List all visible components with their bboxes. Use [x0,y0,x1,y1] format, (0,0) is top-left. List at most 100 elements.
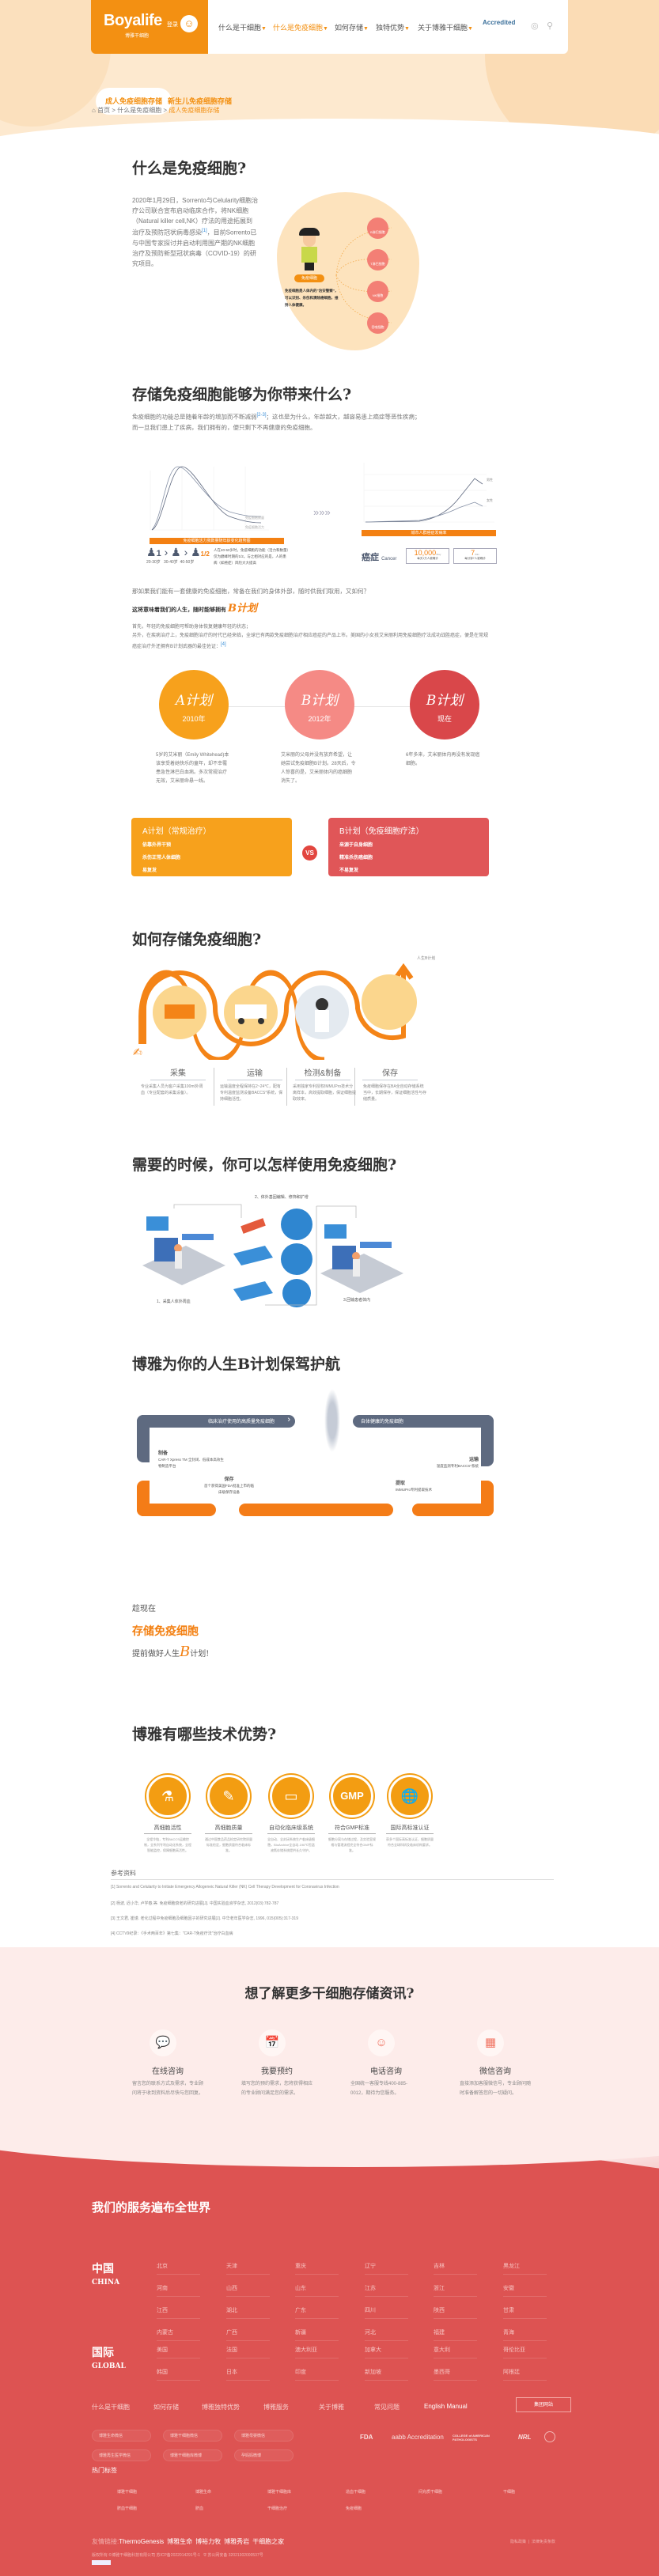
friend-link[interactable]: 博雅秀岩 [224,2538,250,2545]
city-link[interactable]: 阿根廷 [503,2368,547,2381]
service-online[interactable]: 💬在线咨询留言您的联系方式及需求，专业顾问将于收到资料后尽快与您回复。 [132,2029,203,2098]
home-icon[interactable]: ⌂ [92,107,96,114]
agent-icon[interactable]: ☺ [368,2029,395,2056]
footer-nav-link[interactable]: 博雅服务 [263,2404,289,2411]
city-link[interactable]: 吉林 [434,2262,477,2275]
city-link[interactable]: 湖北 [226,2306,270,2319]
weibo-link[interactable]: 博雅母婴微信 [234,2430,294,2442]
disclaimer-link[interactable]: 法律免责条款 [531,2540,555,2544]
city-link[interactable]: 哥伦比亚 [503,2346,547,2358]
service-name[interactable]: 我要预约 [261,2067,293,2076]
city-link[interactable]: 天津 [226,2262,270,2275]
user-icon[interactable]: ☺ [180,15,198,32]
footer-nav-link[interactable]: 博雅独特优势 [202,2404,240,2411]
friend-link[interactable]: 博裕力牧 [195,2538,222,2545]
city-link[interactable]: 新加坡 [365,2368,408,2381]
service-name[interactable]: 电话咨询 [370,2067,402,2076]
city-link[interactable]: 四川 [365,2306,408,2319]
city-link[interactable]: 甘肃 [503,2306,547,2319]
nav-item[interactable]: 如何存储▼ [335,22,369,32]
nav-item[interactable]: 什么是干细胞▼ [218,22,267,32]
weibo-link[interactable]: 博雅干细胞微信 [163,2430,222,2442]
hot-tag-link[interactable]: 干细胞 [503,2490,516,2495]
service-phone[interactable]: ☺电话咨询全国统一客服专线400-885-0012，期待为您服务。 [350,2029,422,2098]
search-icon[interactable]: ⚲ [547,21,554,31]
city-link[interactable]: 广西 [226,2328,270,2341]
city-link[interactable]: 辽宁 [365,2262,408,2275]
city-link[interactable]: 山西 [226,2284,270,2297]
subtab-newborn[interactable]: 新生儿免疫细胞存储 [168,97,233,105]
city-link[interactable]: 山东 [295,2284,339,2297]
city-link[interactable]: 黑龙江 [503,2262,547,2275]
city-link[interactable]: 青海 [503,2328,547,2341]
service-name[interactable]: 在线咨询 [152,2067,184,2076]
logo-box[interactable]: Boyalife 博雅干细胞 登录 ☺ [91,0,208,54]
city-link[interactable]: 美国 [157,2346,200,2358]
city-link[interactable]: 墨西哥 [434,2368,477,2381]
crumb-home[interactable]: 首页 [97,107,111,114]
city-link[interactable]: 新疆 [295,2328,339,2341]
hot-tag-link[interactable]: 博雅生命 [195,2490,212,2495]
ref-link[interactable]: [2-3] [256,413,267,418]
nav-item-active[interactable]: 什么是免疫细胞▼ [273,22,328,32]
footer-nav-link[interactable]: 关于博雅 [319,2404,344,2411]
footer-nav-link[interactable]: English Manual [424,2403,468,2410]
weibo-link[interactable]: 孕妈妈微博 [234,2449,294,2461]
hot-tag-link[interactable]: 博雅干细胞 [117,2490,138,2495]
nav-item[interactable]: 关于博雅干细胞▼ [418,22,473,32]
weibo-link[interactable]: 博雅生命微信 [92,2430,151,2442]
city-link[interactable]: 河南 [157,2284,200,2297]
city-link[interactable]: 加拿大 [365,2346,408,2358]
police-record[interactable]: 苏公网安备 32021302000537号 [207,2553,263,2558]
weibo-link[interactable]: 博雅再生医学微信 [92,2449,151,2461]
city-link[interactable]: 韩国 [157,2368,200,2381]
calendar-icon[interactable]: 📅 [259,2029,286,2056]
friend-link[interactable]: 干细胞之家 [252,2538,285,2545]
chat-bubble-icon[interactable]: 💬 [150,2029,176,2056]
hot-tag-link[interactable]: 造血干细胞 [346,2490,366,2495]
city-link[interactable]: 重庆 [295,2262,339,2275]
footer-nav-link[interactable]: 常见问题 [374,2404,400,2411]
ref-link[interactable]: [1] [202,229,207,233]
city-link[interactable]: 江西 [157,2306,200,2319]
city-link[interactable]: 浙江 [434,2284,477,2297]
city-link[interactable]: 法国 [226,2346,270,2358]
city-link[interactable]: 陕西 [434,2306,477,2319]
city-link[interactable]: 日本 [226,2368,270,2381]
hot-tag-link[interactable]: 脐血干细胞 [117,2506,138,2511]
city-link[interactable]: 印度 [295,2368,339,2381]
login-link[interactable]: 登录 [167,22,178,28]
ref-link[interactable]: [4] [221,642,226,647]
service-wechat[interactable]: ▦微信咨询直接添加客服微信号，专业顾问随时准备解答您的一切疑问。 [460,2029,531,2098]
footer-nav-link[interactable]: 什么是干细胞 [92,2404,130,2411]
nav-item[interactable]: 独特优势▼ [376,22,410,32]
city-link[interactable]: 广东 [295,2306,339,2319]
footer-nav-link[interactable]: 如何存储 [153,2404,179,2411]
hot-tag-link[interactable]: 间充质干细胞 [419,2490,443,2495]
city-link[interactable]: 江苏 [365,2284,408,2297]
group-site-button[interactable]: 集团网站 [516,2397,571,2412]
cnzz-badge[interactable] [92,2560,111,2565]
city-link[interactable]: 内蒙古 [157,2328,200,2341]
hot-tag-link[interactable]: 脐血 [195,2506,204,2511]
privacy-link[interactable]: 隐私政策 [510,2540,527,2544]
city-link[interactable]: 北京 [157,2262,200,2275]
service-booking[interactable]: 📅我要预约填写您的预约需求，您将获得相应的专业顾问满足您的需求。 [241,2029,312,2098]
subtab-adult[interactable]: 成人免疫细胞存储 [96,88,172,115]
city-link[interactable]: 安徽 [503,2284,547,2297]
city-link[interactable]: 福建 [434,2328,477,2341]
crumb-parent[interactable]: 什么是免疫细胞 [117,107,162,114]
aabb-accredited-logo[interactable]: Accredited [483,19,516,26]
city-link[interactable]: 河北 [365,2328,408,2341]
friend-link[interactable]: ThermoGenesis [119,2538,165,2545]
city-link[interactable]: 意大利 [434,2346,477,2358]
hot-tag-link[interactable]: 博雅干细胞库 [267,2490,292,2495]
qr-code-icon[interactable]: ▦ [477,2029,504,2056]
wechat-icon[interactable]: ◎ [531,21,539,31]
city-link[interactable]: 澳大利亚 [295,2346,339,2358]
weibo-link[interactable]: 博雅干细胞库微博 [163,2449,222,2461]
hot-tag-link[interactable]: 免疫细胞 [346,2506,362,2511]
friend-link[interactable]: 博雅生命 [167,2538,193,2545]
service-name[interactable]: 微信咨询 [479,2067,511,2076]
hot-tag-link[interactable]: 干细胞治疗 [267,2506,288,2511]
